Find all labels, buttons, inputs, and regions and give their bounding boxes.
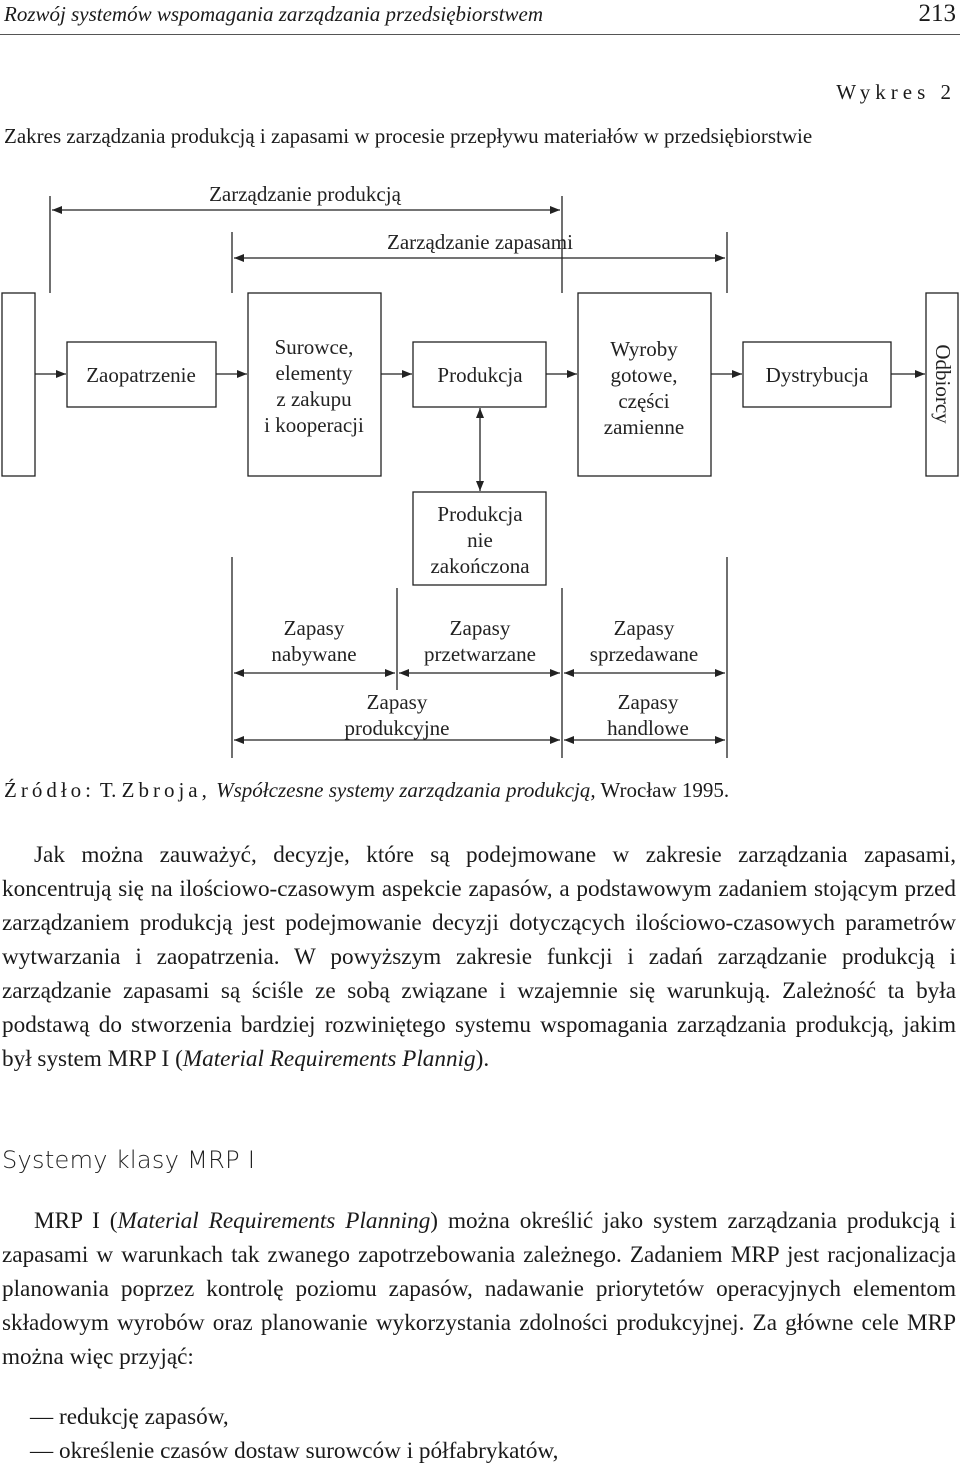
- raw-line-4: i kooperacji: [264, 413, 364, 437]
- paragraph-1-text: Jak można zauważyć, decyzje, które są po…: [2, 842, 956, 1072]
- customers-frame: [925, 292, 959, 477]
- paragraph-2-italic: Material Requirements Planning: [117, 1208, 431, 1234]
- customers-label: Odbiorcy: [931, 344, 955, 424]
- outer-frame-left: [1, 292, 36, 477]
- page-number: 213: [918, 0, 957, 27]
- raw-line-2: elementy: [276, 361, 353, 385]
- finished-line-4: zamienne: [604, 415, 684, 439]
- list-item: — określenie czasów dostaw surowców i pó…: [30, 1438, 559, 1464]
- processed-line-2: przetwarzane: [424, 642, 536, 666]
- section-heading: Systemy klasy MRP I: [2, 1146, 256, 1174]
- raw-materials-frame: [247, 292, 382, 477]
- distribution-label: Dystrybucja: [766, 363, 869, 387]
- raw-line-1: Surowce,: [275, 335, 354, 359]
- figure-title: Zakres zarządzania produkcją i zapasami …: [4, 124, 813, 148]
- wip-line-2: nie: [467, 528, 493, 552]
- source-place-year: Wrocław 1995.: [600, 778, 730, 802]
- finished-line-3: części: [618, 389, 669, 413]
- inventory-range-label: Zarządzanie zapasami: [387, 230, 573, 254]
- finished-line-1: Wyroby: [610, 337, 678, 361]
- header-rule: [0, 34, 960, 35]
- figure-label: Wykres 2: [836, 80, 956, 104]
- production-stock-line-1: Zapasy: [367, 690, 428, 714]
- raw-line-3: z zakupu: [276, 387, 352, 411]
- production-stock-line-2: produkcyjne: [345, 716, 450, 740]
- source-author: Zbroja,: [121, 778, 211, 802]
- wip-line-1: Produkcja: [437, 502, 523, 526]
- source-work: Współczesne systemy zarządzania produkcj…: [216, 778, 596, 802]
- finished-goods-frame: [577, 292, 712, 477]
- figure-source: Źródło: T. Zbroja, Współczesne systemy z…: [4, 778, 729, 803]
- production-label: Produkcja: [437, 363, 523, 387]
- supply-label: Zaopatrzenie: [86, 363, 196, 387]
- flow-diagram: Zarządzanie produkcją Zarządzanie zapasa…: [1, 182, 959, 758]
- trade-stock-line-1: Zapasy: [618, 690, 679, 714]
- finished-line-2: gotowe,: [610, 363, 677, 387]
- source-label: Źródło:: [4, 778, 95, 802]
- paragraph-2-text: ) można określić jako system zarządzania…: [2, 1208, 956, 1370]
- running-title: Rozwój systemów wspomagania zarządzania …: [4, 2, 544, 26]
- wip-line-3: zakończona: [430, 554, 530, 578]
- paragraph-1-italic: Material Requirements Plannig: [182, 1046, 476, 1072]
- paragraph-1: Jak można zauważyć, decyzje, które są po…: [2, 838, 956, 1076]
- acquired-line-2: nabywane: [271, 642, 356, 666]
- source-author-initial: T.: [99, 778, 117, 802]
- processed-line-1: Zapasy: [450, 616, 511, 640]
- sold-line-1: Zapasy: [614, 616, 675, 640]
- trade-stock-line-2: handlowe: [607, 716, 689, 740]
- paragraph-2: MRP I (Material Requirements Planning) m…: [2, 1204, 956, 1374]
- acquired-line-1: Zapasy: [284, 616, 345, 640]
- list-item: — redukcję zapasów,: [30, 1404, 229, 1430]
- production-range-label: Zarządzanie produkcją: [209, 182, 401, 206]
- sold-line-2: sprzedawane: [590, 642, 698, 666]
- paragraph-1-end: ).: [475, 1046, 490, 1072]
- paragraph-2-start: MRP I (: [34, 1208, 118, 1234]
- wip-box: [412, 491, 547, 586]
